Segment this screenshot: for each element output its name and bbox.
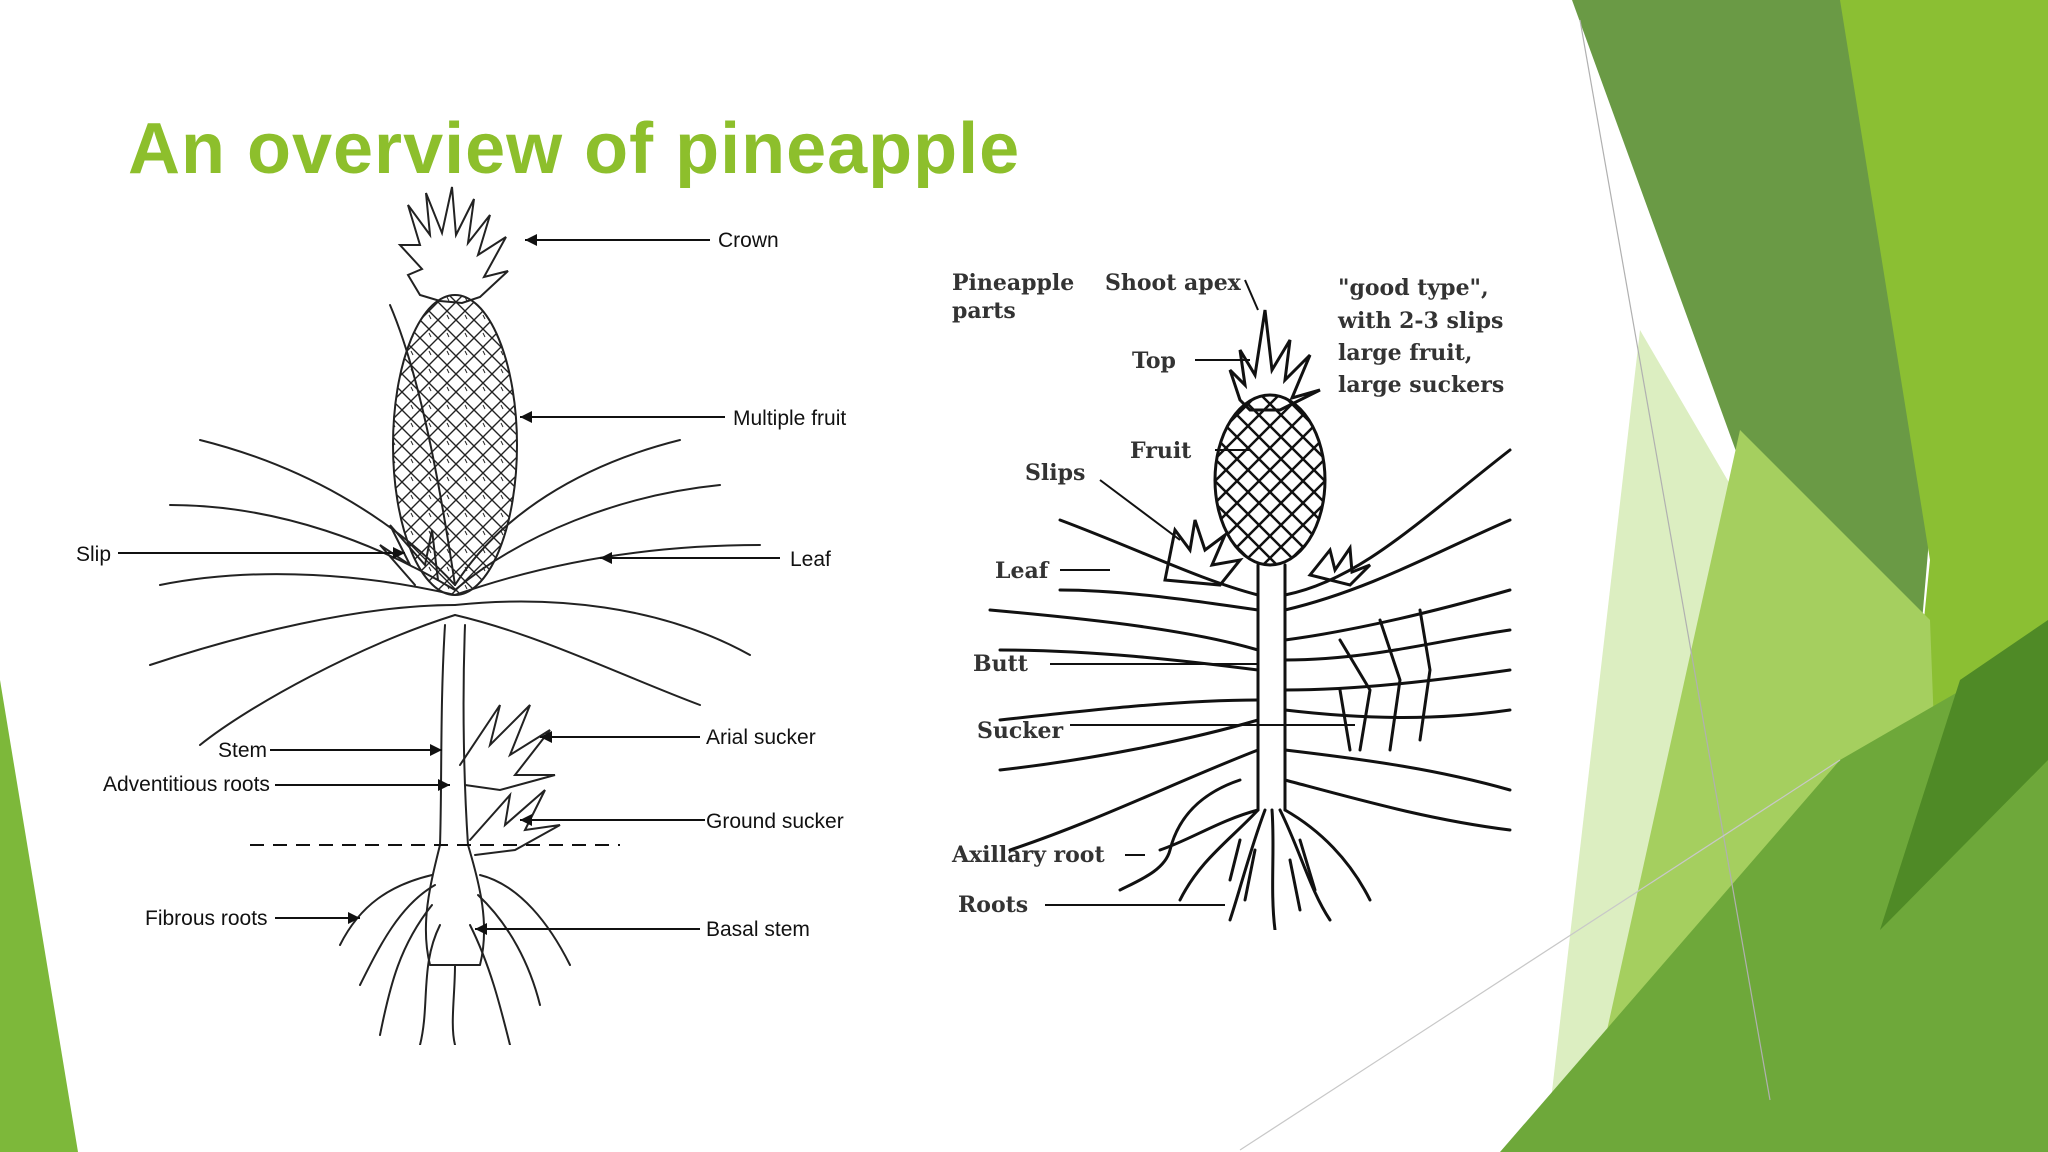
note-line-2: with 2-3 slips bbox=[1337, 308, 1503, 334]
stem-drawing bbox=[439, 624, 469, 846]
label-leaders bbox=[1045, 279, 1355, 906]
label-leaders bbox=[118, 234, 780, 935]
slip-drawing bbox=[1163, 519, 1244, 587]
thin-divider-line bbox=[1579, 19, 1771, 1101]
plant-drawing bbox=[149, 186, 761, 1045]
right-mid-green-panel bbox=[1500, 640, 2048, 1152]
label-adventitious-roots: Adventitious roots bbox=[103, 773, 270, 796]
leaf-drawing bbox=[998, 698, 1260, 772]
note-line-4: large suckers bbox=[1338, 372, 1504, 398]
plant-drawing bbox=[988, 309, 1512, 930]
arial-sucker-drawing bbox=[459, 704, 556, 792]
right-deep-green-accent bbox=[1880, 620, 2048, 930]
note-line-1: "good type", bbox=[1338, 275, 1489, 301]
slip-drawing bbox=[1307, 543, 1372, 587]
label-fruit: Fruit bbox=[1130, 438, 1192, 464]
pineapple-plant-diagram-left: Crown Multiple fruit Slip Leaf Arial suc… bbox=[76, 186, 846, 1045]
leaf-drawing bbox=[1283, 748, 1512, 832]
label-shoot-apex: Shoot apex bbox=[1105, 270, 1242, 296]
axillary-root-drawing bbox=[1118, 778, 1242, 892]
slip-drawing bbox=[379, 524, 439, 586]
label-ground-sucker: Ground sucker bbox=[706, 810, 844, 833]
basal-stem-drawing bbox=[424, 844, 486, 966]
crown-drawing bbox=[397, 186, 509, 305]
leaf-drawing bbox=[1283, 448, 1512, 612]
fibrous-roots-drawing bbox=[339, 874, 571, 1045]
label-top: Top bbox=[1132, 348, 1176, 374]
slips-leader bbox=[1099, 479, 1181, 541]
leaf-drawing bbox=[199, 439, 456, 586]
label-multiple-fruit: Multiple fruit bbox=[733, 407, 846, 430]
heading-line-1: Pineapple bbox=[952, 270, 1074, 296]
leaf-drawing bbox=[149, 604, 456, 666]
note-line-3: large fruit, bbox=[1338, 340, 1472, 366]
thin-divider-line bbox=[1239, 759, 1841, 1151]
slide-title: An overview of pineapple bbox=[128, 109, 1021, 189]
leaf-drawing bbox=[1008, 748, 1260, 852]
leaf-drawing bbox=[1058, 518, 1260, 612]
roots-drawing bbox=[1158, 808, 1372, 930]
label-sucker: Sucker bbox=[977, 718, 1064, 744]
label-stem: Stem bbox=[218, 739, 267, 762]
label-roots: Roots bbox=[958, 892, 1028, 918]
left-green-triangle bbox=[0, 680, 78, 1152]
pineapple-parts-diagram-right: Pineapple parts Shoot apex "good type", … bbox=[951, 270, 1512, 930]
label-crown: Crown bbox=[718, 229, 779, 252]
leaf-drawing bbox=[454, 439, 681, 586]
label-fibrous-roots: Fibrous roots bbox=[145, 907, 268, 930]
label-axillary-root: Axillary root bbox=[951, 842, 1105, 868]
heading-line-2: parts bbox=[952, 298, 1016, 324]
label-arial-sucker: Arial sucker bbox=[706, 726, 816, 749]
leaf-drawing bbox=[988, 608, 1260, 672]
labels: Crown Multiple fruit Slip Leaf Arial suc… bbox=[76, 229, 846, 941]
leaf-drawing bbox=[1283, 588, 1512, 662]
label-slip: Slip bbox=[76, 543, 111, 566]
label-slips: Slips bbox=[1025, 460, 1085, 486]
leaf-drawing bbox=[389, 304, 456, 586]
labels: Pineapple parts Shoot apex "good type", … bbox=[951, 270, 1504, 918]
label-basal-stem: Basal stem bbox=[706, 918, 810, 941]
leaf-drawing bbox=[454, 484, 721, 591]
label-leaf: Leaf bbox=[995, 558, 1050, 584]
leaf-drawing bbox=[454, 544, 761, 596]
leaf-drawing bbox=[159, 573, 456, 596]
roots-drawing bbox=[1228, 838, 1317, 912]
label-leaf: Leaf bbox=[790, 548, 831, 571]
shoot-apex-leader bbox=[1244, 279, 1259, 311]
label-butt: Butt bbox=[973, 651, 1029, 677]
sucker-leaves-drawing bbox=[1338, 608, 1432, 752]
leaf-drawing bbox=[169, 504, 456, 591]
leaf-drawing bbox=[454, 614, 701, 706]
fruit-drawing bbox=[1213, 393, 1327, 567]
stem-drawing bbox=[1256, 563, 1287, 812]
leaf-drawing bbox=[199, 614, 456, 746]
ground-sucker-drawing bbox=[469, 789, 561, 856]
leaf-drawing bbox=[454, 600, 751, 656]
